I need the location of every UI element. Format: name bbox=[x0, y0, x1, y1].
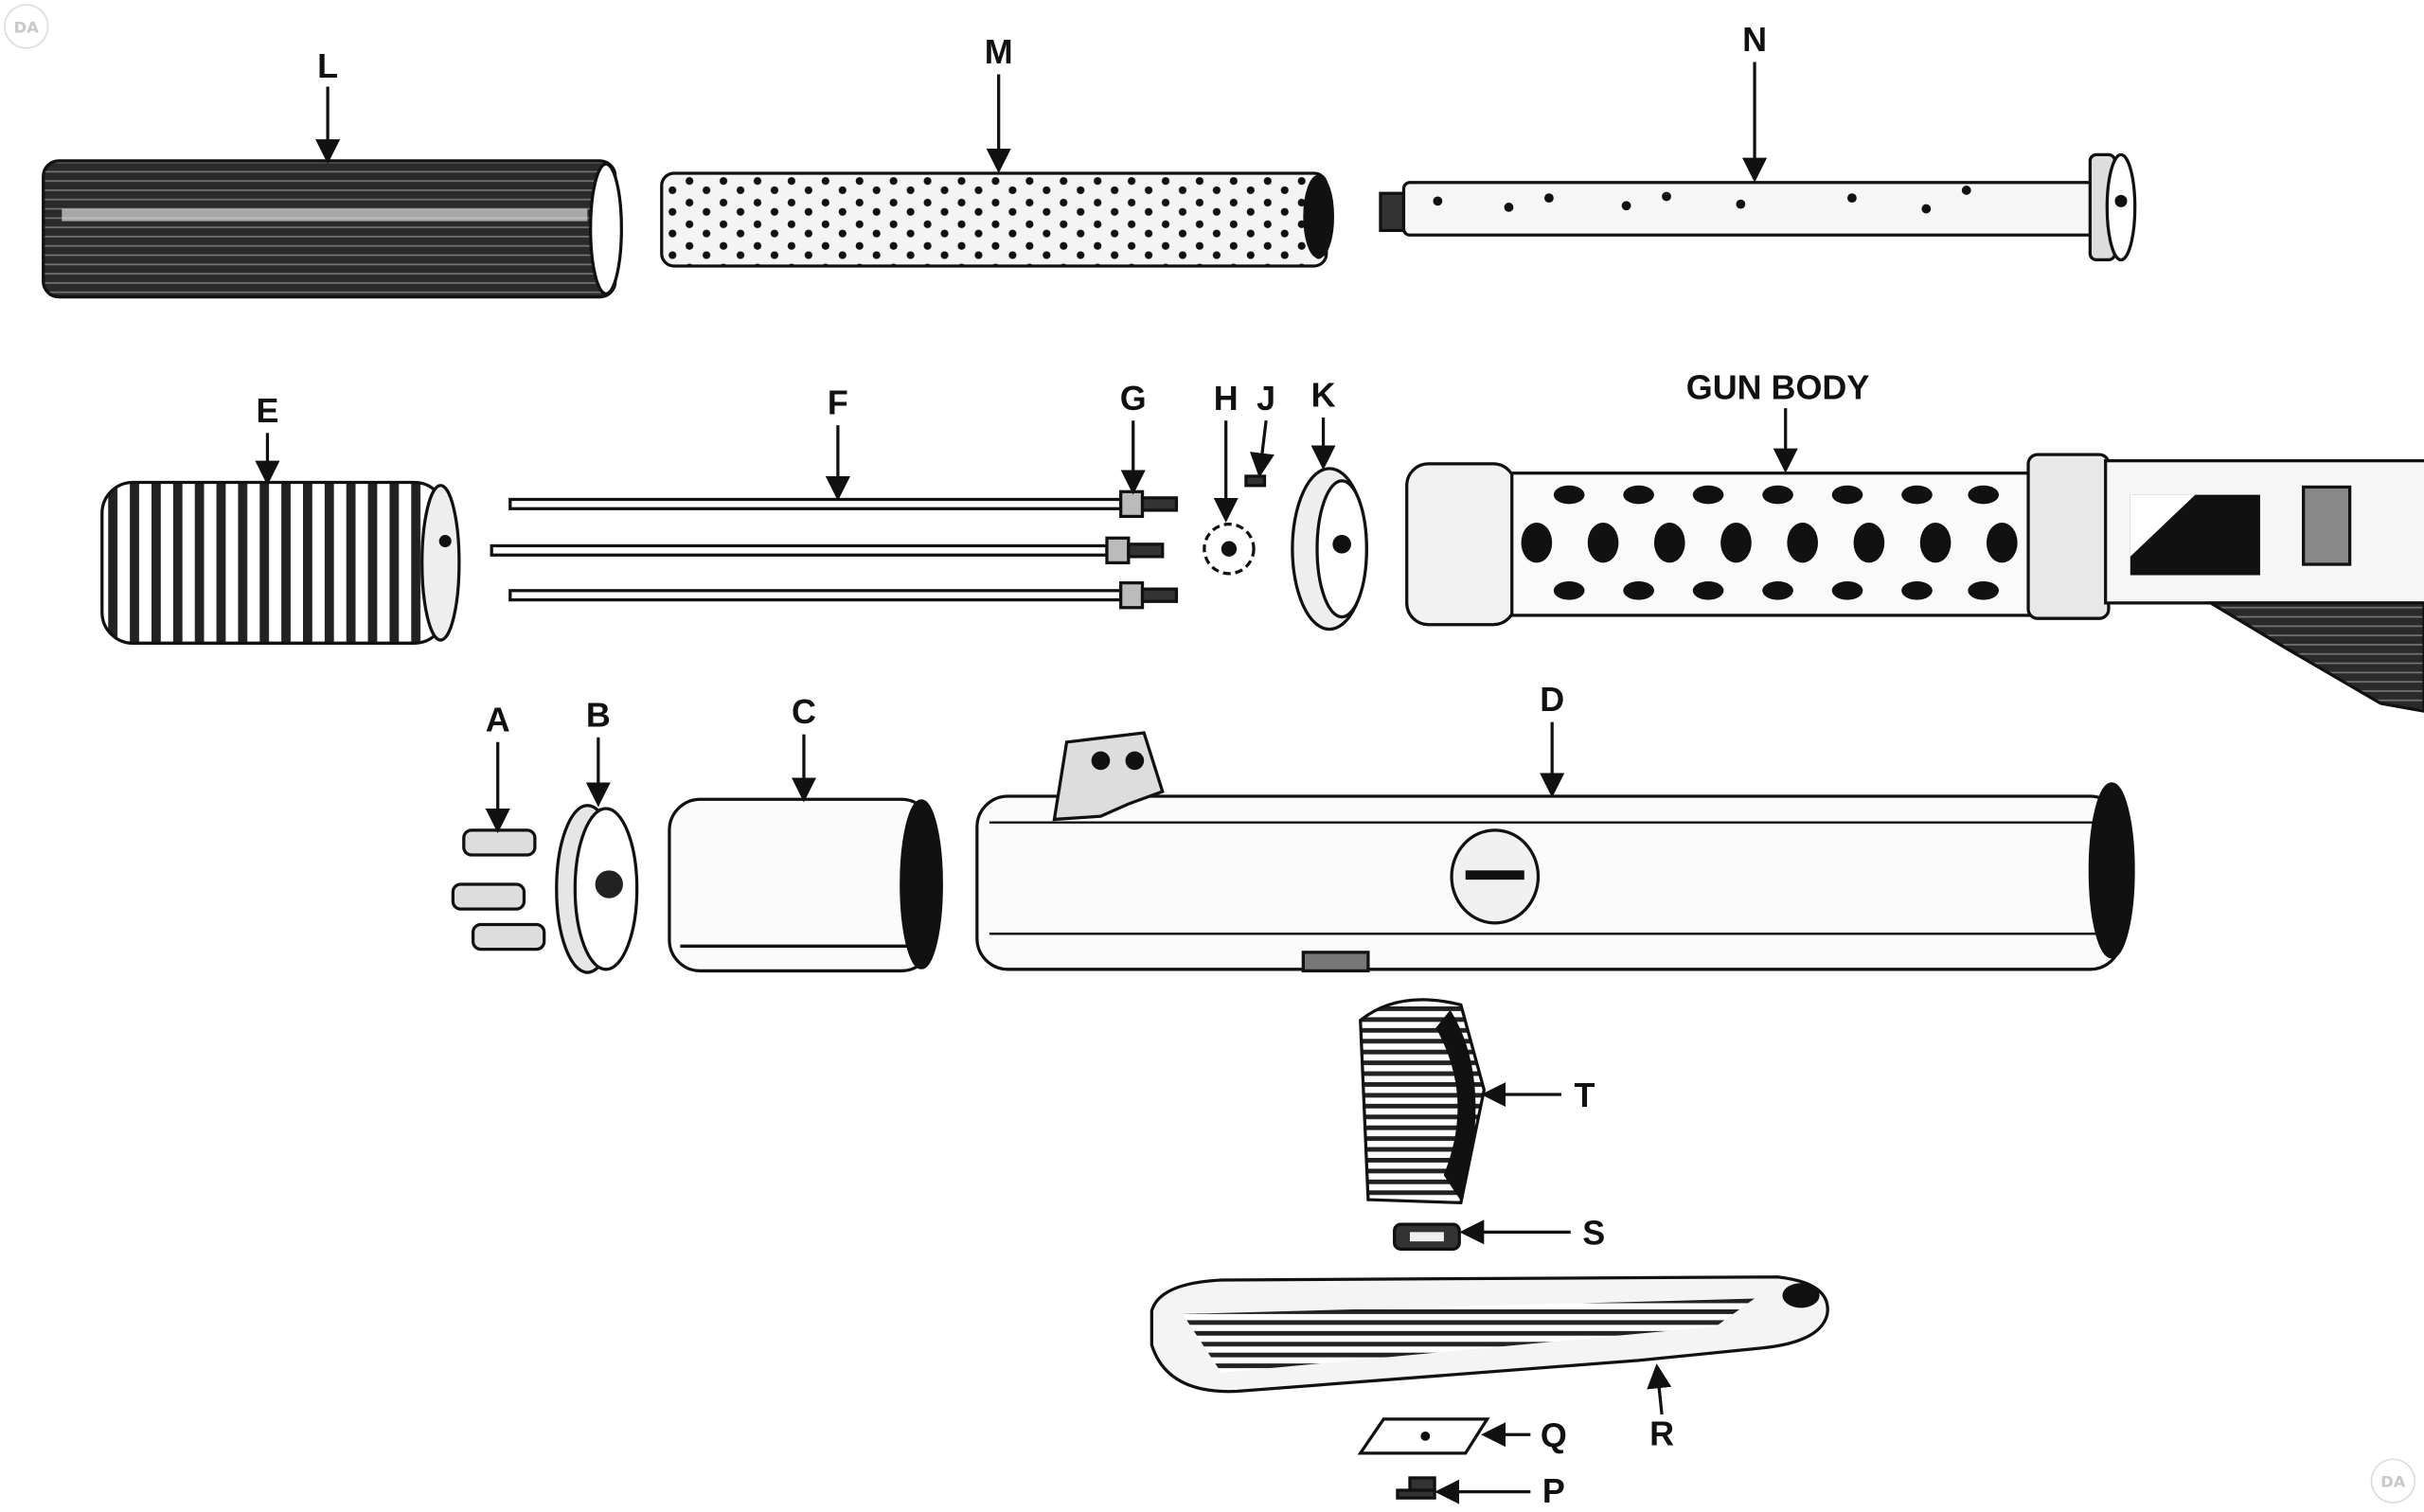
part-n-barrel bbox=[1379, 152, 2137, 262]
label-g: G bbox=[1120, 379, 1147, 418]
part-a-screws bbox=[451, 828, 546, 952]
label-c: C bbox=[792, 692, 816, 731]
label-e: E bbox=[256, 391, 278, 430]
label-m: M bbox=[985, 32, 1013, 71]
part-d-casing bbox=[975, 731, 2135, 973]
label-p: P bbox=[1542, 1471, 1565, 1510]
label-s: S bbox=[1582, 1213, 1605, 1252]
label-f: F bbox=[828, 383, 848, 422]
watermark-logo-bottom-right: DA bbox=[2370, 1458, 2416, 1503]
label-k: K bbox=[1311, 376, 1336, 415]
part-t-grip-sleeve bbox=[1359, 998, 1487, 1205]
part-b-end-cap bbox=[555, 804, 639, 974]
part-gun-body bbox=[1405, 453, 2424, 713]
part-r-grip bbox=[1150, 1275, 1829, 1394]
part-m-perforated-tube bbox=[660, 171, 1334, 268]
label-b: B bbox=[586, 695, 611, 734]
svg-text:DA: DA bbox=[14, 18, 40, 36]
part-l-outer-sleeve bbox=[42, 159, 623, 299]
part-p-screw bbox=[1396, 1476, 1436, 1500]
watermark-logo-top-left: DA bbox=[4, 4, 49, 49]
part-k-end-plate bbox=[1291, 467, 1368, 631]
label-h: H bbox=[1214, 379, 1239, 418]
part-f-tie-rods bbox=[490, 497, 1123, 602]
part-h-star-washer bbox=[1203, 522, 1256, 576]
label-r: R bbox=[1649, 1414, 1674, 1453]
part-g-rod-nuts bbox=[1105, 489, 1179, 610]
label-t: T bbox=[1575, 1076, 1595, 1114]
part-q-plate bbox=[1357, 1417, 1490, 1455]
label-j: J bbox=[1257, 379, 1275, 418]
label-n: N bbox=[1742, 20, 1767, 59]
label-a: A bbox=[486, 700, 510, 738]
label-l: L bbox=[317, 46, 338, 85]
svg-text:DA: DA bbox=[2380, 1473, 2406, 1491]
part-e-finned-cooler bbox=[100, 480, 461, 645]
label-gun-body: GUN BODY bbox=[1686, 367, 1870, 406]
arrow-j bbox=[1250, 420, 1274, 478]
part-c-sleeve bbox=[668, 797, 943, 973]
arrow-r bbox=[1647, 1363, 1672, 1415]
part-s-nut bbox=[1393, 1222, 1461, 1251]
label-q: Q bbox=[1541, 1415, 1567, 1454]
part-j-screw bbox=[1244, 474, 1267, 488]
label-d: D bbox=[1540, 680, 1564, 719]
